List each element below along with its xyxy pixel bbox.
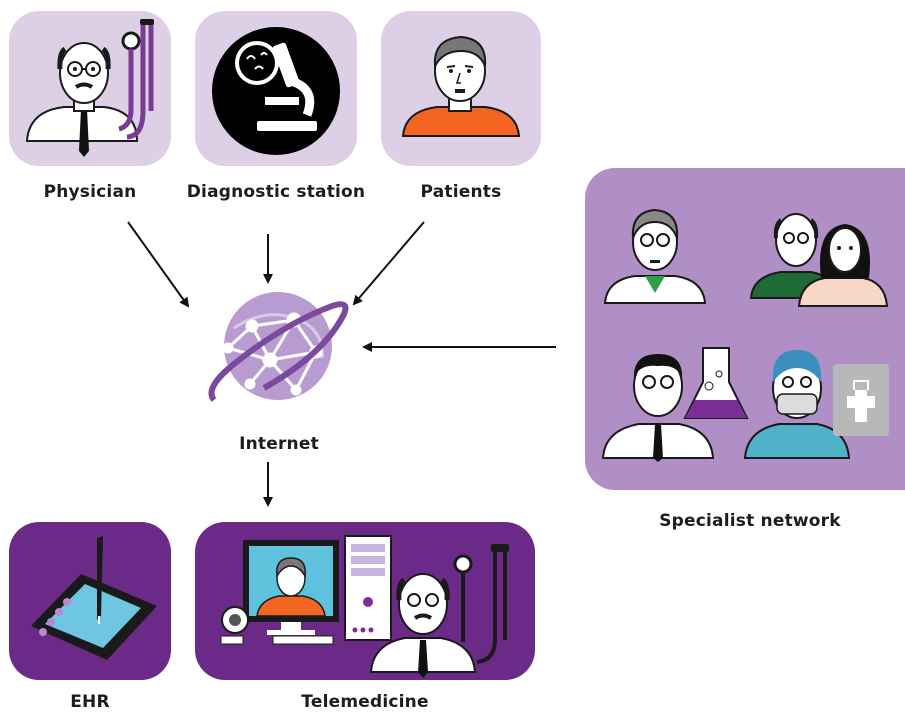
specialist-2-icon <box>749 213 889 307</box>
ehr-node <box>9 522 171 680</box>
ehr-label: EHR <box>70 692 110 712</box>
specialist-network-label: Specialist network <box>659 511 841 531</box>
microscope-icon <box>212 27 340 155</box>
internet-label: Internet <box>239 434 319 454</box>
specialist-4-icon <box>743 350 889 459</box>
tablet-stylus-icon <box>31 536 157 660</box>
arrow-patients-to-internet <box>352 221 425 306</box>
patients-node <box>381 11 541 166</box>
telemedicine-label: Telemedicine <box>301 692 429 712</box>
specialist-3-icon <box>601 347 749 462</box>
globe-icon <box>208 292 349 402</box>
video-consultation-icon <box>220 535 509 678</box>
specialist-1-icon <box>603 208 707 304</box>
physician-label: Physician <box>43 182 137 202</box>
diagnostic-station-label: Diagnostic station <box>186 182 366 202</box>
physician-stethoscope-icon <box>25 19 154 157</box>
patient-icon <box>401 35 521 137</box>
patients-label: Patients <box>420 182 502 202</box>
physician-node <box>9 11 171 166</box>
arrow-physician-to-internet <box>127 221 190 308</box>
specialist-group-icon <box>601 208 889 462</box>
specialist-network-node <box>585 168 905 490</box>
telemedicine-node <box>195 522 535 680</box>
internet-node <box>204 288 354 410</box>
diagnostic-station-node <box>195 11 357 166</box>
